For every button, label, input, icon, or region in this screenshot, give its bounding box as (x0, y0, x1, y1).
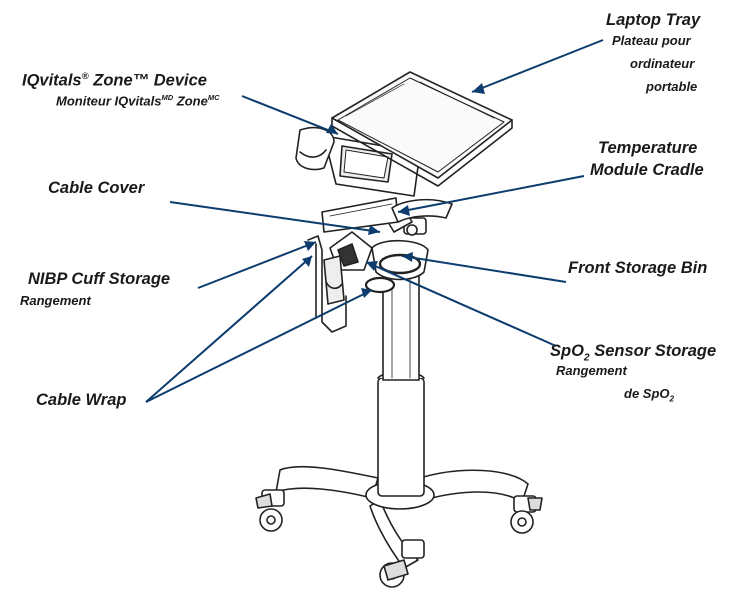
label-temperature-2: Module Cradle (590, 161, 704, 179)
iqvitals-reg-mark: ® (81, 71, 89, 82)
label-laptop-tray-fr-2: ordinateur (630, 56, 695, 71)
label-iqvitals-fr: Moniteur IQvitalsMD ZoneMC (56, 93, 220, 109)
label-spo2: SpO2 Sensor Storage (550, 343, 716, 364)
leader-cable-wrap-2 (145, 289, 373, 403)
label-cable-wrap: Cable Wrap (36, 391, 127, 409)
caster-right (510, 495, 543, 534)
laptop-tray (331, 71, 513, 187)
label-temperature-1: Temperature (598, 139, 698, 157)
spo2-subscript: 2 (583, 352, 590, 364)
leader-temperature (397, 175, 585, 213)
label-laptop-tray-fr-1: Plateau pour (612, 33, 691, 48)
label-laptop-tray: Laptop Tray (606, 11, 701, 29)
storage-assembly (329, 203, 429, 294)
label-laptop-tray-fr-3: portable (646, 79, 698, 94)
caster-front (379, 539, 425, 588)
leader-iqvitals (241, 95, 339, 135)
leader-cable-cover (169, 201, 381, 233)
nibp-basket (307, 235, 347, 333)
leader-laptop-tray (471, 39, 604, 93)
label-spo2-fr-1: Rangement (556, 363, 627, 378)
leader-spo2 (365, 261, 557, 347)
spo2-sp: SpO (550, 342, 584, 360)
leader-front-bin (401, 255, 567, 283)
label-iqvitals-device: IQvitals® Zone™ Device (22, 72, 207, 89)
spo2-fr-2a: de SpO (624, 386, 670, 401)
leader-arrowheads (302, 83, 485, 298)
spo2-fr-2b: 2 (669, 394, 674, 404)
iqvitals-fr-md: MD (161, 93, 174, 102)
label-cable-cover: Cable Cover (48, 179, 145, 197)
iqvitals-fr-mc: MC (207, 93, 220, 102)
iqvitals-brand: IQvitals (22, 71, 82, 90)
leader-nibp (197, 241, 317, 289)
label-front-bin: Front Storage Bin (568, 259, 708, 277)
iqvitals-fr-zone: Zone (173, 93, 208, 109)
spo2-rest: Sensor Storage (589, 342, 717, 360)
label-spo2-fr-2: de SpO2 (624, 387, 674, 404)
label-nibp: NIBP Cuff Storage (28, 270, 171, 288)
iqvitals-fr-brand: Moniteur IQvitals (56, 93, 162, 109)
leader-cable-wrap-1 (145, 255, 313, 403)
leader-lines (145, 39, 604, 403)
iqvitals-device-rest: Zone™ Device (88, 71, 207, 90)
label-nibp-fr: Rangement (20, 293, 91, 308)
caster-left (255, 489, 285, 532)
cart-column (377, 264, 425, 497)
